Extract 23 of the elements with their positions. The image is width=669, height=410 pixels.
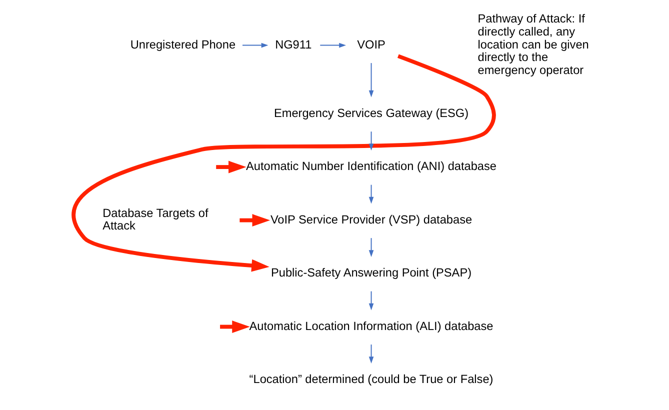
- arrow: [242, 42, 268, 48]
- arrow: [368, 131, 374, 151]
- arrow: [368, 62, 374, 98]
- node-text: “Location” determined (could be True or False): [249, 372, 494, 386]
- node-text: Unregistered Phone: [130, 37, 236, 52]
- arrow: [216, 160, 246, 174]
- arrow: [240, 214, 270, 227]
- arrow: [368, 238, 374, 258]
- arrow: [220, 320, 250, 333]
- label: Pathway of Attack: If directly called, any location can be given directly to the emergency operator: [478, 12, 589, 77]
- node-text: Emergency Services Gateway (ESG): [274, 106, 469, 120]
- node-text: NG911: [275, 37, 312, 52]
- node-text: Public-Safety Answering Point (PSAP): [271, 266, 472, 280]
- node-text: Automatic Number Identification (ANI) database: [246, 159, 497, 174]
- arrow: [368, 184, 374, 204]
- arrow: [368, 290, 374, 310]
- node-text: VOIP: [357, 37, 386, 52]
- label: Database Targets of Attack: [102, 206, 208, 233]
- node-text: Automatic Location Information (ALI) database: [249, 318, 494, 333]
- arrow: [72, 54, 496, 272]
- node-text: VoIP Service Provider (VSP) database: [270, 212, 472, 226]
- arrow: [320, 42, 346, 48]
- arrow: [368, 344, 374, 364]
